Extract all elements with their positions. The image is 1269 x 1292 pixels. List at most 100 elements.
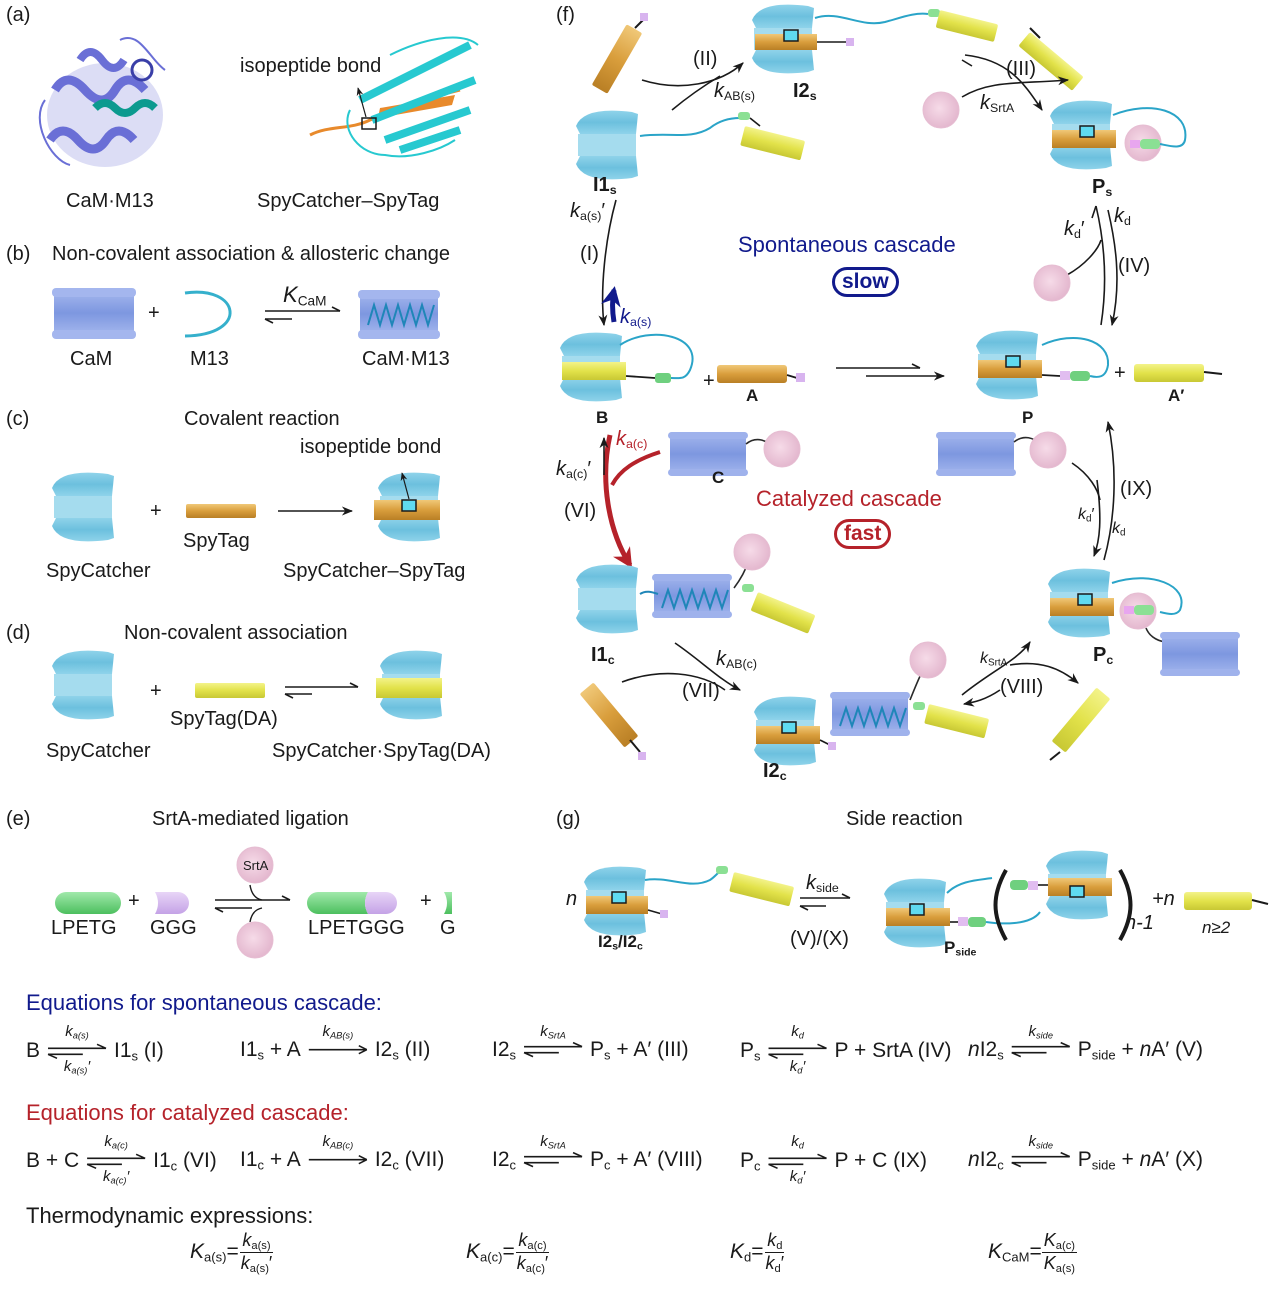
rate-forward: kside [1028, 1024, 1053, 1043]
step-label: (II) [398, 1037, 431, 1061]
step-ix: (IX) [1120, 478, 1153, 500]
species-i2s [752, 4, 998, 74]
species: I2 [374, 1037, 393, 1061]
panel-d-title: Non-covalent association [124, 622, 348, 644]
sym: K [1043, 1252, 1056, 1273]
coef-n: n [1139, 1147, 1152, 1171]
sym-sub: a(s) [1055, 1262, 1075, 1275]
step-i: (I) [580, 243, 599, 265]
k-sub: d [798, 1030, 804, 1041]
k-sub: SrtA [547, 1140, 566, 1151]
prime: ′ [780, 1252, 785, 1273]
lpetggg-shape [307, 892, 397, 914]
rate-kab-c: kAB(c) [716, 648, 757, 672]
rate-kab-s: kAB(s) [714, 80, 755, 104]
species-a-prime-lower [1049, 688, 1110, 761]
label-i2c: I2c [763, 760, 787, 784]
step-vii: (VII) [682, 680, 720, 702]
arrows-iv [1066, 205, 1119, 327]
numerator: ka(c) [516, 1230, 549, 1253]
tether-a-prime-top [1029, 27, 1041, 39]
prime: ′ [802, 1058, 806, 1076]
thermo-expression-2: Ka(c) = ka(c)ka(c)′ [466, 1230, 550, 1275]
forward-arrow-head-catalyzed-2 [358, 1154, 368, 1161]
species: P [834, 1149, 849, 1173]
arrow-ii-feed [671, 75, 721, 111]
panel-e-plus2: + [420, 890, 432, 912]
species-i2c [754, 641, 989, 766]
equation-right: P + C (IX) [835, 1149, 927, 1173]
species-ps [1050, 100, 1187, 170]
rate-constants: kd kd′ [767, 1024, 829, 1079]
side-condition: n≥2 [1202, 918, 1231, 937]
species: I2 [979, 1037, 998, 1061]
k-sub: AB(c) [329, 1140, 354, 1151]
k: k [540, 1023, 548, 1040]
equilibrium-reverse-head-spontaneous-3 [523, 1051, 534, 1058]
equation-right: I1s (I) [114, 1039, 164, 1063]
panel-d-reactant2: SpyTag(DA) [170, 708, 278, 730]
label-i1c: I1c [591, 644, 615, 668]
panel-a-annotation: isopeptide bond [240, 55, 382, 77]
equilibrium-forward-head-catalyzed-4 [817, 1153, 827, 1160]
rate-reverse [336, 1169, 340, 1185]
rate-forward: ka(c) [104, 1134, 128, 1153]
k-sub: AB(s) [329, 1030, 354, 1041]
equilibrium-forward-head-spontaneous-3 [572, 1041, 583, 1048]
spytag-shape-c [186, 504, 256, 518]
k: k [540, 1133, 548, 1150]
thermo-lhs: Kd [730, 1240, 751, 1264]
label-a: A [746, 386, 759, 405]
catalyzed-equations-heading: Equations for catalyzed cascade: [26, 1100, 349, 1125]
equation-left: I1c + A [240, 1148, 301, 1172]
forward-arrow-head-lower-spontaneous-2 [358, 1048, 368, 1055]
step-label: + A′ (VIII) [610, 1147, 703, 1171]
equilibrium-forward-head-catalyzed-1 [135, 1153, 146, 1160]
step-label: + C (IX) [848, 1149, 927, 1173]
spycatcher-shape-d [52, 650, 114, 720]
m13-shape [184, 290, 232, 338]
spontaneous-equations-heading: Equations for spontaneous cascade: [26, 990, 382, 1015]
equation-left: nI2s [968, 1038, 1004, 1062]
rate-constants: kAB(s) [307, 1024, 369, 1075]
panel-c-reactant2: SpyTag [183, 530, 250, 552]
species: I1 [114, 1039, 132, 1063]
srta-enzyme-label: SrtA [243, 858, 269, 873]
label-pc: Pc [1093, 644, 1114, 668]
step-ii: (II) [693, 48, 718, 70]
equilibrium-reverse-head-catalyzed-4 [768, 1163, 778, 1170]
sym-sub: a(c) [527, 1239, 547, 1252]
species: I1 [240, 1147, 258, 1171]
species-i1c [576, 533, 815, 634]
species-pc [1048, 568, 1240, 676]
k: k [102, 1168, 111, 1186]
rate-reverse: ka(c)′ [103, 1169, 129, 1188]
equilibrium-reverse-head-spontaneous-5 [1011, 1051, 1022, 1058]
rate-ksrta-bottom: kSrtA [980, 650, 1008, 669]
coef-n: n [1139, 1037, 1152, 1061]
catalyzed-cascade-title: Catalyzed cascade [756, 486, 942, 511]
species: P [1077, 1037, 1092, 1061]
prime: ′ [126, 1168, 130, 1186]
equation-arrows [47, 1041, 1071, 1170]
arrows-vii [621, 642, 742, 691]
numerator: ka(s) [240, 1230, 273, 1253]
species: I2 [492, 1147, 510, 1171]
k: k [63, 1058, 72, 1076]
label-c: C [712, 468, 725, 487]
step-label: (VII) [398, 1147, 445, 1171]
rate-forward: kSrtA [540, 1134, 566, 1153]
step-label: A′ (X) [1151, 1147, 1204, 1171]
equilibrium-forward-head-spontaneous-1 [96, 1043, 107, 1050]
rate-forward: ka(s) [65, 1024, 89, 1043]
species: P [1077, 1147, 1092, 1171]
species: B + C [26, 1149, 80, 1173]
rate-constants: kside [1010, 1024, 1072, 1075]
label-p: P [1022, 408, 1034, 427]
srta-ligation-arrows [214, 846, 291, 959]
k: k [791, 1133, 799, 1150]
